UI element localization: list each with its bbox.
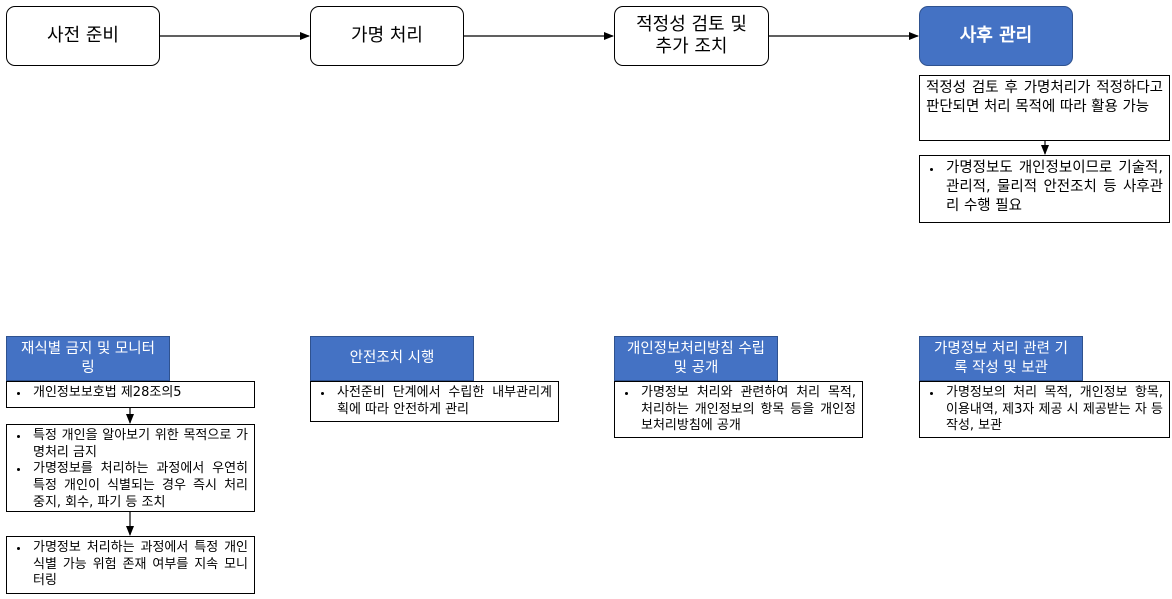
list-item: 가명정보 처리하는 과정에서 특정 개인 식별 가능 위험 존재 여부를 지속 … [29,540,248,590]
stage-adequacy-review: 적정성 검토 및 추가 조치 [614,6,769,66]
list-item: 가명정보를 처리하는 과정에서 우연히 특정 개인이 식별되는 경우 즉시 처리… [29,461,248,511]
measure-privacy-policy-box: 가명정보 처리와 관련하여 처리 목적, 처리하는 개인정보의 항목 등을 개인… [614,381,863,438]
post-management-note: 적정성 검토 후 가명처리가 적정하다고 판단되면 처리 목적에 따라 활용 가… [919,75,1170,141]
stage-pseudonymization: 가명 처리 [310,6,464,66]
list-item: 특정 개인을 알아보기 위한 목적으로 가명처리 금지 [29,428,248,461]
measure-title-text: 재식별 금지 및 모니터링 [21,341,155,376]
measure-title-reidentification: 재식별 금지 및 모니터링 [6,336,170,381]
measure-safety-box: 사전준비 단계에서 수립한 내부관리계획에 따라 안전하게 관리 [310,381,559,422]
measure-title-records: 가명정보 처리 관련 기록 작성 및 보관 [919,336,1083,381]
stage-label: 적정성 검토 및 추가 조치 [636,14,747,57]
stage-preparation: 사전 준비 [6,6,160,66]
stage-label: 가명 처리 [351,25,423,47]
measure-title-privacy-policy: 개인정보처리방침 수립 및 공개 [614,336,778,381]
list-item: 가명정보 처리와 관련하여 처리 목적, 처리하는 개인정보의 항목 등을 개인… [637,385,856,435]
measure-title-safety: 안전조치 시행 [310,336,474,381]
list-item: 사전준비 단계에서 수립한 내부관리계획에 따라 안전하게 관리 [333,385,552,418]
note-text: 적정성 검토 후 가명처리가 적정하다고 판단되면 처리 목적에 따라 활용 가… [926,80,1163,115]
measure-records-box: 가명정보의 처리 목적, 개인정보 항목, 이용내역, 제3자 제공 시 제공받… [919,381,1170,438]
list-item: 가명정보의 처리 목적, 개인정보 항목, 이용내역, 제3자 제공 시 제공받… [942,385,1163,435]
measure-title-text: 안전조치 시행 [349,350,435,367]
measure-monitoring-box: 가명정보 처리하는 과정에서 특정 개인 식별 가능 위험 존재 여부를 지속 … [6,536,255,594]
post-management-bullet-box: 가명정보도 개인정보이므로 기술적, 관리적, 물리적 안전조치 등 사후관리 … [919,155,1170,223]
measure-rules-box: 특정 개인을 알아보기 위한 목적으로 가명처리 금지 가명정보를 처리하는 과… [6,424,255,512]
list-item: 가명정보도 개인정보이므로 기술적, 관리적, 물리적 안전조치 등 사후관리 … [942,159,1163,216]
stage-label: 사전 준비 [47,25,119,47]
stage-post-management: 사후 관리 [919,6,1073,66]
stage-label: 사후 관리 [959,25,1033,47]
measure-law-box: 개인정보보호법 제28조의5 [6,381,255,408]
list-item: 개인정보보호법 제28조의5 [29,385,248,402]
measure-title-text: 가명정보 처리 관련 기록 작성 및 보관 [934,341,1068,376]
measure-title-text: 개인정보처리방침 수립 및 공개 [626,341,765,376]
